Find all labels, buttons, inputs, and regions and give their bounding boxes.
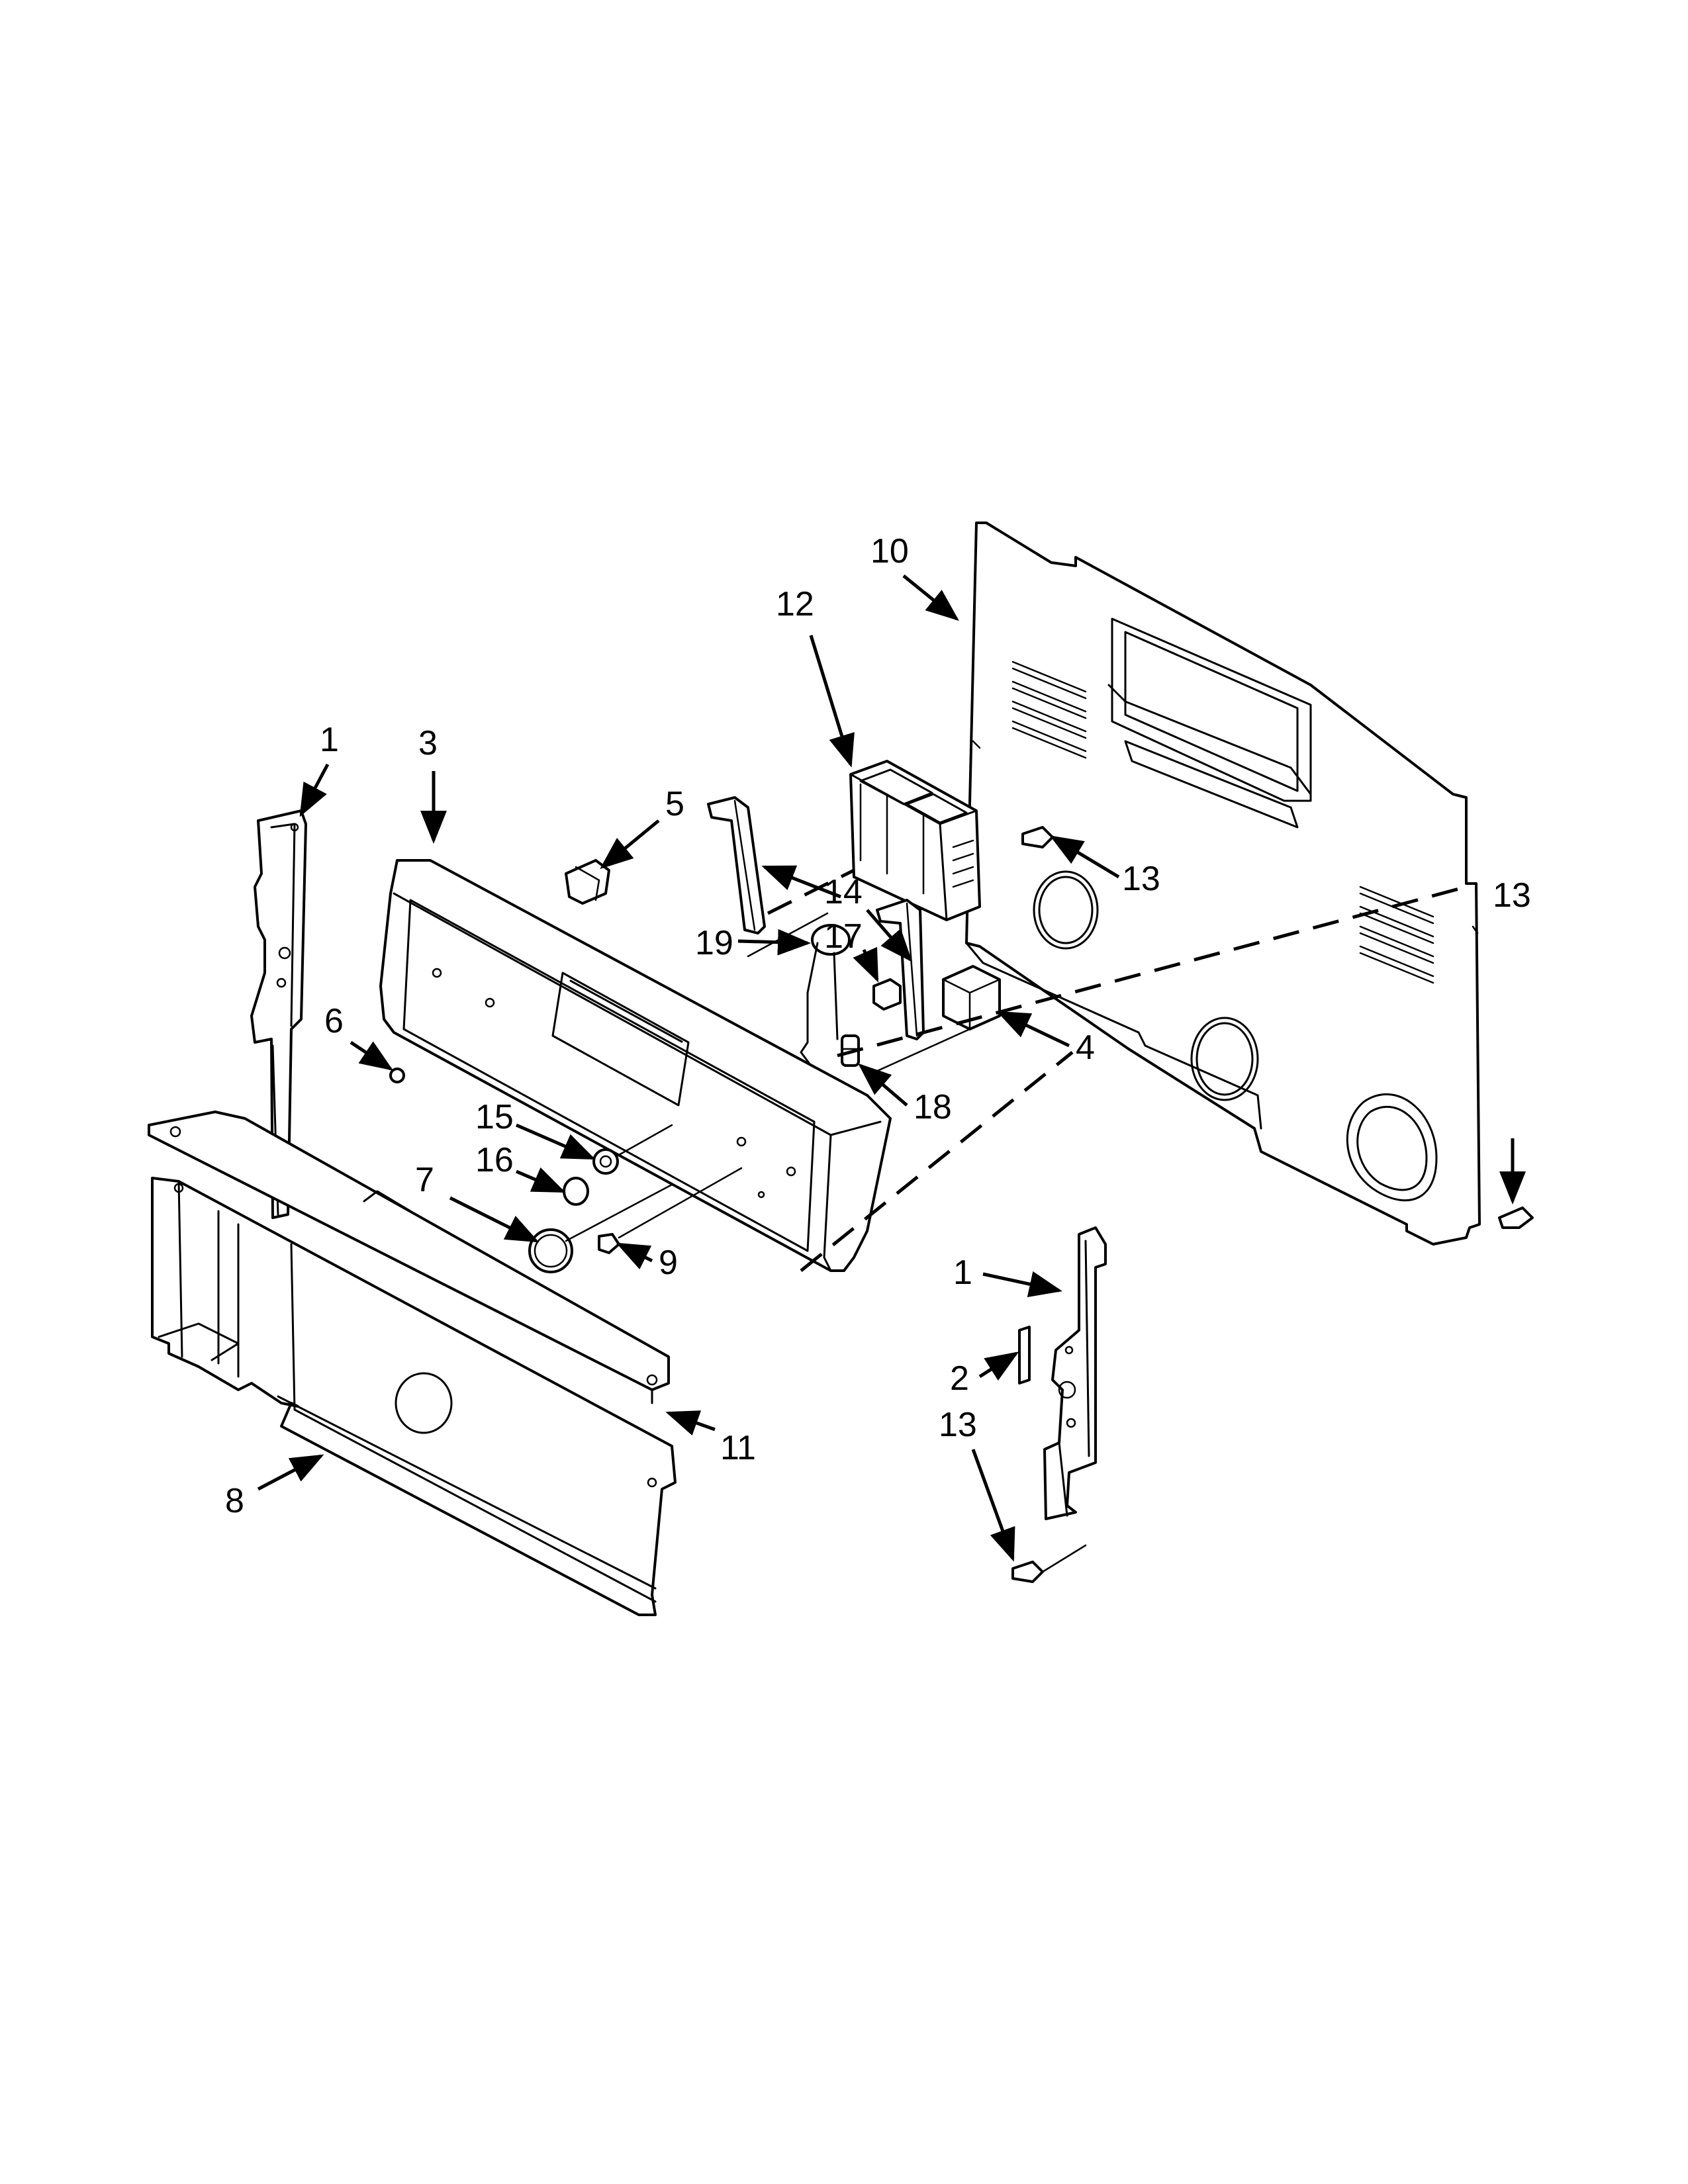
callout-12: 12 [776, 585, 814, 623]
knob-16 [563, 1177, 589, 1206]
callout-1b: 1 [953, 1253, 972, 1292]
switch-5 [565, 859, 610, 905]
callout-8: 8 [225, 1482, 244, 1520]
leader-15 [516, 1123, 596, 1160]
callout-6: 6 [324, 1002, 344, 1040]
side-bracket-left [250, 809, 307, 1219]
callout-5: 5 [665, 785, 684, 823]
callout-9: 9 [659, 1244, 678, 1282]
leader-11 [665, 1410, 716, 1435]
leader-2 [978, 1351, 1019, 1381]
screw-13-c [1011, 1561, 1044, 1583]
leader-8 [257, 1454, 324, 1491]
leader-6 [350, 1040, 394, 1071]
rear-panel [965, 522, 1481, 1246]
leader-13a [1049, 835, 1120, 879]
mounting-bracket-a [707, 796, 766, 934]
alignment-line-box [767, 868, 855, 915]
leader-17 [853, 946, 879, 983]
callout-15: 15 [475, 1098, 514, 1136]
screw-9 [598, 1233, 620, 1254]
alignment-line-upper [837, 885, 1467, 1058]
leader-19 [737, 929, 811, 956]
screw-13-a [1021, 826, 1054, 848]
callout-11: 11 [720, 1429, 756, 1467]
leader-13c [971, 1449, 1015, 1562]
leader-9 [616, 1242, 653, 1270]
leader-1a [299, 763, 330, 817]
knob-7 [528, 1228, 573, 1273]
trim-strip [148, 1111, 670, 1404]
callout-13b: 13 [1493, 876, 1531, 915]
callout-2: 2 [950, 1359, 969, 1398]
leader-10 [902, 574, 959, 621]
callout-1a: 1 [320, 721, 339, 759]
sensor-19 [800, 924, 851, 1067]
callout-14: 14 [824, 873, 863, 911]
leader-15-tie [618, 1124, 673, 1156]
callout-10: 10 [870, 532, 909, 570]
leader-13c-tie [1041, 1544, 1087, 1573]
control-board-box [849, 760, 981, 921]
screw-13-b [1498, 1206, 1534, 1229]
leader-7 [449, 1196, 539, 1243]
alignment-line-lower [800, 1051, 1074, 1272]
knob-15 [592, 1148, 619, 1175]
leader-7-tie [565, 1183, 673, 1242]
lower-access-panel [151, 1177, 677, 1616]
leader-14-left [761, 865, 841, 899]
mounting-bracket-b [876, 899, 925, 1040]
leader-9-tie [618, 1167, 743, 1239]
leader-1b [982, 1271, 1062, 1297]
callout-4: 4 [1076, 1028, 1095, 1067]
callout-18: 18 [914, 1088, 952, 1126]
leader-14-right [866, 909, 913, 962]
callout-13c: 13 [939, 1406, 977, 1444]
callout-17: 17 [824, 917, 863, 956]
leader-5 [600, 819, 660, 870]
clip-2 [1018, 1326, 1031, 1385]
screw-6 [389, 1068, 405, 1083]
control-panel-console [379, 859, 892, 1272]
callout-3: 3 [418, 724, 438, 762]
callout-7: 7 [415, 1161, 434, 1199]
callout-19: 19 [695, 924, 733, 962]
switch-17 [872, 978, 902, 1011]
leader-16 [516, 1167, 566, 1193]
callout-13a: 13 [1122, 860, 1160, 898]
leader-4 [996, 1011, 1070, 1048]
callout-16: 16 [475, 1141, 514, 1179]
leader-12 [809, 635, 855, 768]
leader-18 [858, 1063, 908, 1107]
side-bracket-right [1043, 1226, 1107, 1520]
